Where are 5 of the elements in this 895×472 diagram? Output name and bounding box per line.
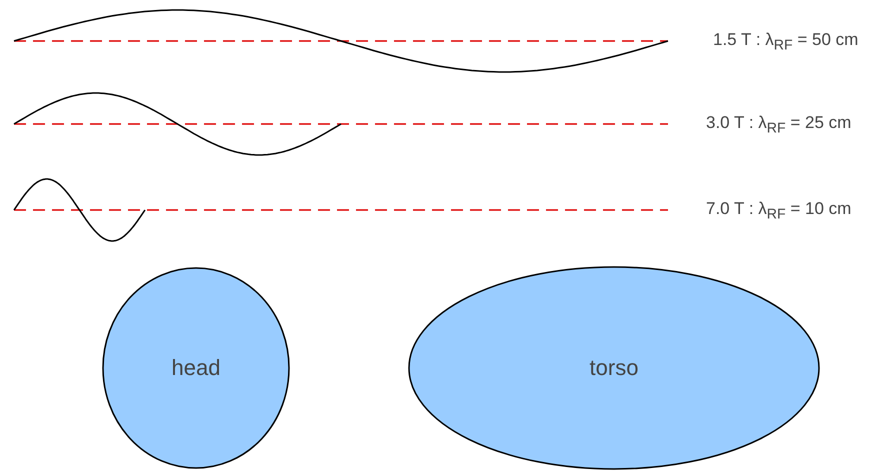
body-part-label: head — [172, 355, 220, 381]
field-wavelength-label: 1.5 T : λ$_{RF}$ = 50 cm — [713, 30, 858, 54]
body-part-label: torso — [590, 355, 638, 381]
field-wavelength-label: 7.0 T : λ$_{RF}$ = 10 cm — [706, 199, 852, 222]
field-wavelength-label: 3.0 T : λ$_{RF}$ = 25 cm — [706, 113, 852, 136]
